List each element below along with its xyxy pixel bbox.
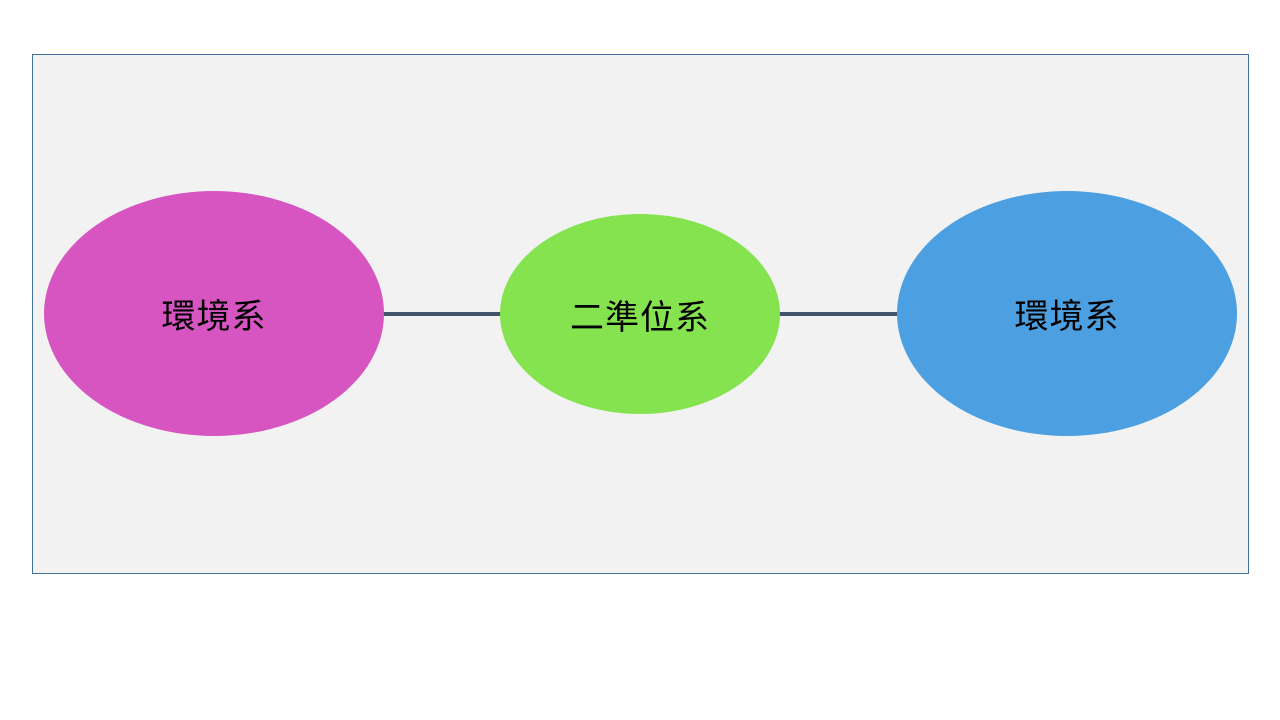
- two-level-system-node-label: 二準位系: [570, 297, 710, 338]
- environment-node-right: 環境系: [897, 191, 1237, 436]
- environment-node-left: 環境系: [44, 191, 384, 436]
- environment-node-right-label: 環境系: [1014, 297, 1120, 337]
- connector-center-right: [778, 312, 900, 316]
- connector-left-center: [382, 312, 502, 316]
- two-level-system-node: 二準位系: [500, 214, 780, 414]
- environment-node-left-label: 環境系: [161, 297, 267, 337]
